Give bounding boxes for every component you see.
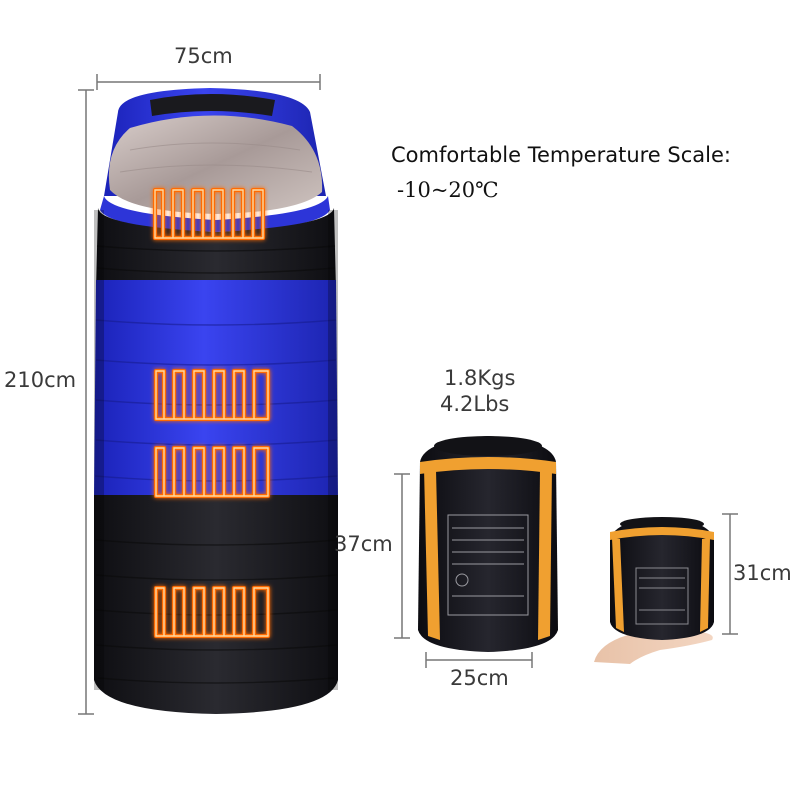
large-sack-height-dimension <box>394 473 410 639</box>
temperature-scale-value: -10~20℃ <box>397 178 499 202</box>
large-sack-height-label: 37cm <box>334 532 393 556</box>
width-label: 75cm <box>174 44 233 68</box>
hand <box>594 632 713 664</box>
small-sack-height-dimension <box>722 513 738 635</box>
large-stuff-sack <box>418 436 558 652</box>
small-stuff-sack <box>610 517 714 640</box>
large-sack-width-label: 25cm <box>450 666 509 690</box>
weight-lbs: 4.2Lbs <box>440 392 510 416</box>
length-label: 210cm <box>4 368 77 392</box>
weight-kgs: 1.8Kgs <box>444 366 516 390</box>
small-sack-height-label: 31cm <box>733 561 792 585</box>
length-dimension-line <box>78 89 94 715</box>
large-sack-width-dimension <box>425 652 533 668</box>
width-dimension-line <box>96 74 321 90</box>
temperature-scale-label: Comfortable Temperature Scale: <box>391 143 731 167</box>
